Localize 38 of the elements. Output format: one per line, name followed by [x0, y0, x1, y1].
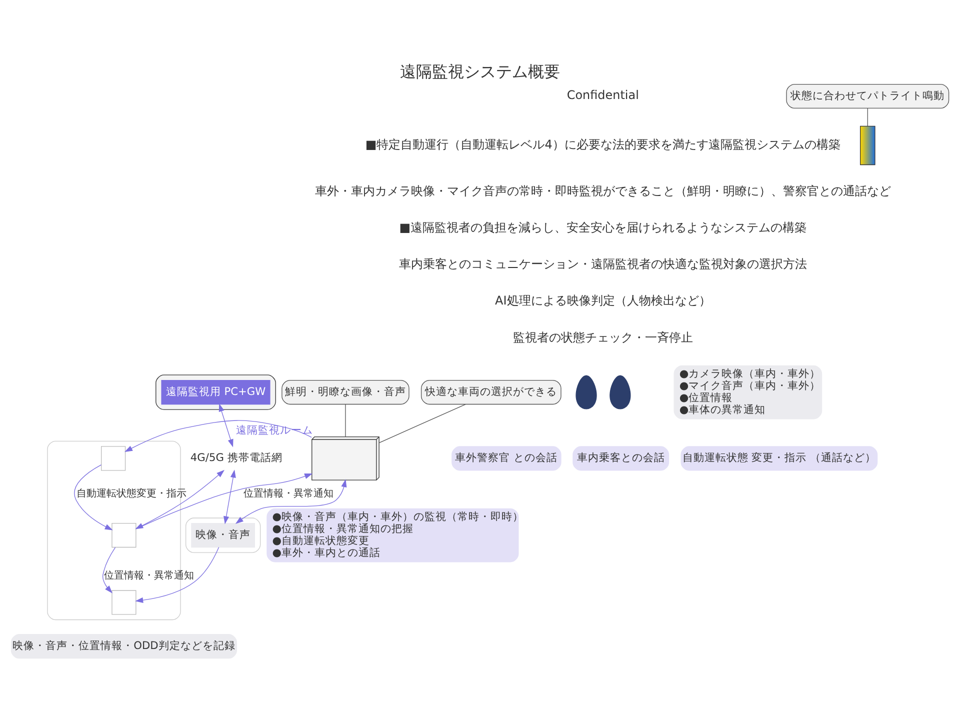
node-box: 自動運転状態 変更・指示 （通話など）: [680, 446, 878, 471]
arrow: [124, 420, 312, 452]
connector: [867, 108, 868, 126]
connector: [378, 404, 466, 444]
connector: [345, 404, 346, 437]
arrow: [218, 404, 234, 448]
node-person: [610, 375, 631, 410]
label: 車内乗客とのコミュニケーション・遠隔監視者の快適な監視対象の選択方法: [398, 257, 807, 272]
label: ■遠隔監視者の負担を減らし、安全安心を届けられるようなシステムの構築: [399, 220, 807, 235]
node-box: 状態に合わせてパトライト鳴動: [786, 84, 950, 109]
node-box: 映像・音声: [191, 522, 255, 548]
node-box: 遠隔監視用 PC+GW: [161, 380, 270, 405]
node-box: 快適な車両の選択ができる: [420, 380, 562, 405]
arrow: [74, 464, 113, 530]
arrow: [235, 479, 347, 524]
diagram-title: 遠隔監視システム概要: [400, 62, 560, 82]
node-box: 車内乗客との会話: [572, 446, 670, 471]
cluster: [156, 374, 276, 410]
edge-label: 位置情報・異常通知: [243, 488, 334, 500]
arrow: [224, 470, 236, 524]
label: ■特定自動運行（自動運転レベル4）に必要な法的要求を満たす遠隔監視システムの構築: [365, 137, 840, 152]
arrow: [135, 546, 220, 603]
node-bar: [860, 126, 876, 166]
label: 監視者の状態チェック・一斉停止: [512, 330, 693, 344]
node-box: [101, 446, 126, 471]
node-person: [576, 375, 597, 410]
label: 車外・車内カメラ映像・マイク音声の常時・即時監視ができること（鮮明・明瞭に）、警察官との通話など: [314, 184, 891, 198]
edge-label: 自動運転状態変更・指示: [76, 488, 186, 500]
node-box: [112, 590, 136, 615]
edge-label: 位置情報・異常通知: [104, 570, 194, 582]
label: AI処理による映像判定（人物検出など）: [495, 294, 711, 308]
node-text: 4G/5G 携帯電話網: [190, 450, 282, 464]
node-box: 車外警察官 との会話: [452, 446, 562, 471]
label: Confidential: [566, 88, 639, 102]
node-box: ●映像・音声（車内・車外）の監視（常時・即時） ●位置情報・異常通知の把握 ●自動運転状態変更 ●車外・車内との通話: [266, 508, 519, 562]
arrow: [102, 547, 116, 594]
node-box: [112, 522, 136, 548]
node-box: 鮮明・明瞭な画像・音声: [282, 380, 410, 405]
